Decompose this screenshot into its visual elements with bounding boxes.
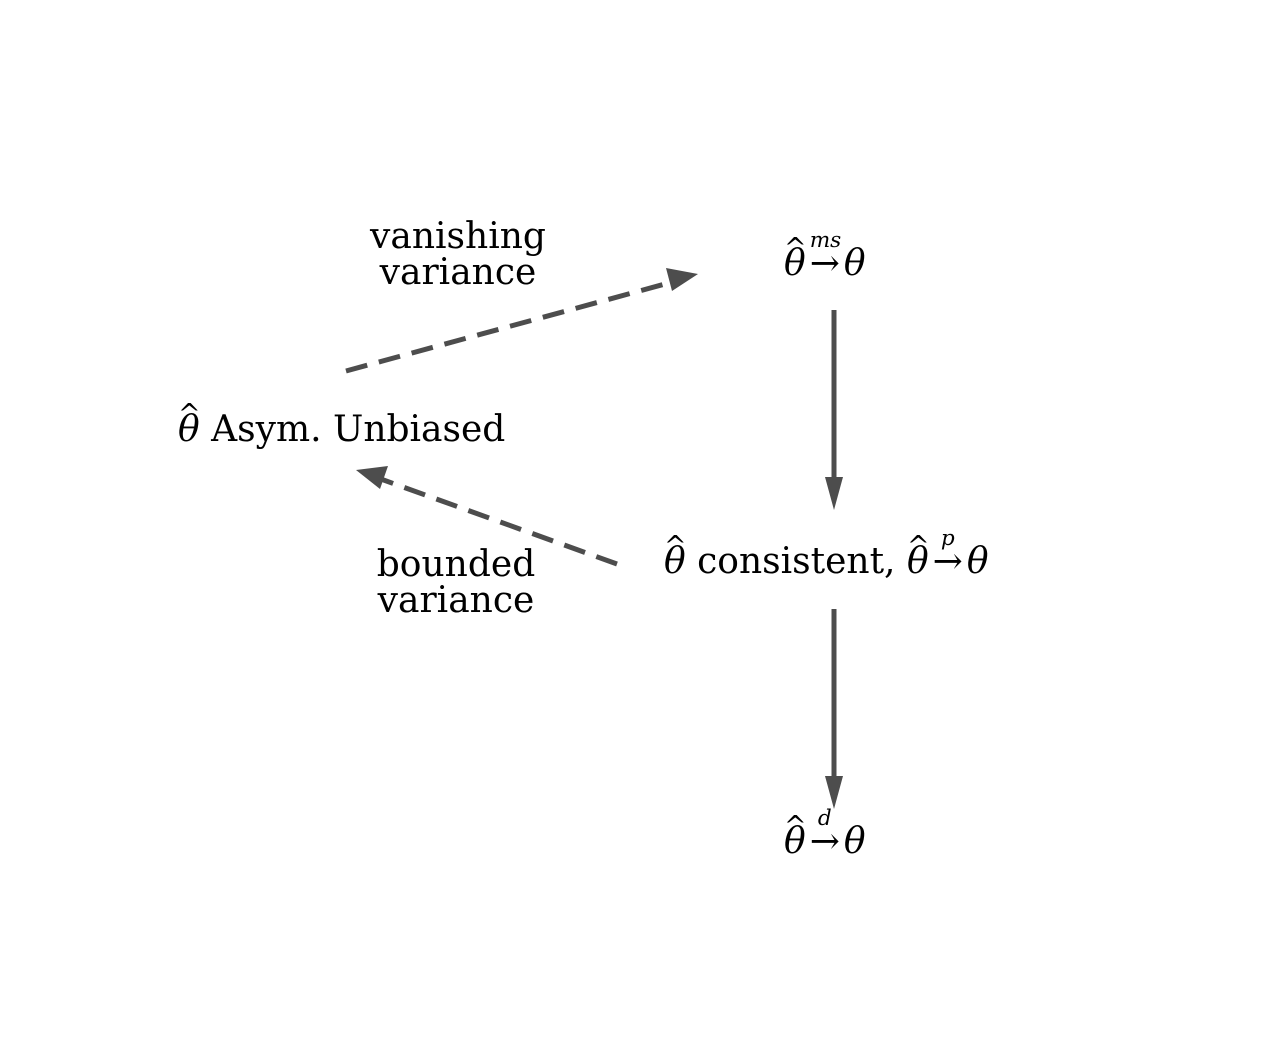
theta-hat: ^θ bbox=[178, 398, 201, 450]
theta-target: θ bbox=[843, 821, 866, 862]
edge-label-line-1: vanishing bbox=[370, 216, 546, 257]
ms-arrow: ms→ bbox=[809, 228, 842, 284]
edge-vanishing-variance-line bbox=[345, 278, 677, 374]
p-arrow-label: p bbox=[940, 526, 955, 552]
edge-label-line-2: variance bbox=[377, 580, 535, 621]
theta-target: θ bbox=[966, 541, 989, 582]
edge-label-vanishing-variance: vanishing variance bbox=[358, 219, 558, 291]
edge-label-bounded-variance: bounded variance bbox=[356, 547, 556, 619]
edge-label-line-2: variance bbox=[379, 252, 537, 293]
d-arrow-label: d bbox=[817, 806, 832, 832]
edge-bounded-variance-arrowhead bbox=[356, 466, 388, 489]
asym-unbiased-label: Asym. Unbiased bbox=[211, 409, 506, 450]
theta-hat: ^θ bbox=[664, 530, 687, 582]
d-arrow: d→ bbox=[809, 806, 840, 862]
theta-target: θ bbox=[843, 243, 866, 284]
consistent-label: consistent, bbox=[697, 541, 896, 582]
node-asym-unbiased: ^θ Asym. Unbiased bbox=[178, 398, 506, 450]
theta-hat-2: ^θ bbox=[906, 530, 930, 582]
theta-hat: ^θ bbox=[784, 232, 807, 284]
theta-hat: ^θ bbox=[784, 810, 807, 862]
edge-p-to-d-arrowhead bbox=[825, 776, 843, 809]
p-arrow: p→ bbox=[932, 526, 963, 582]
edge-vanishing-variance-arrowhead bbox=[666, 268, 698, 291]
ms-arrow-label: ms bbox=[809, 228, 842, 254]
edge-label-line-1: bounded bbox=[376, 544, 536, 585]
edge-bounded-variance-line bbox=[377, 475, 618, 567]
edge-ms-to-p-arrowhead bbox=[825, 477, 843, 510]
